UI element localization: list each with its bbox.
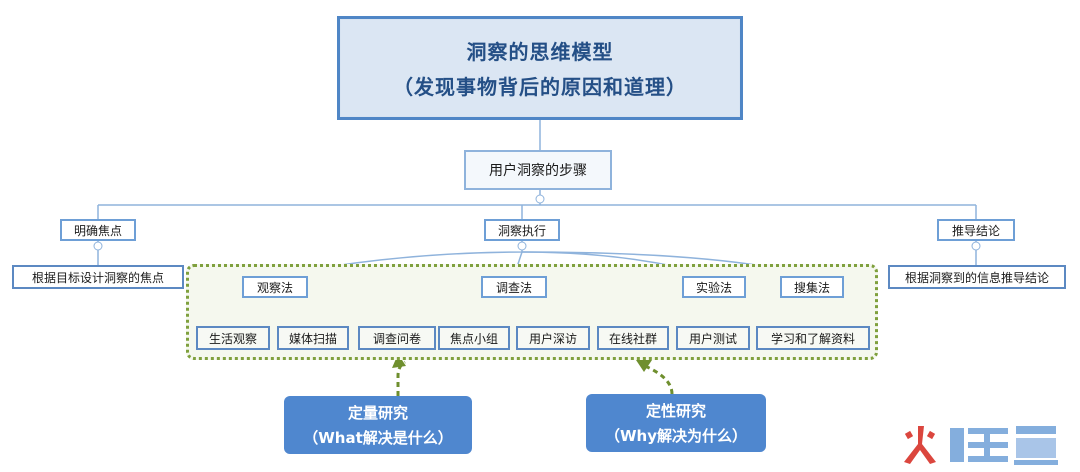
method-survey[interactable]: 调查法 [481, 276, 547, 298]
qualitative-subtitle: （Why解决为什么） [604, 427, 747, 445]
left-leaf[interactable]: 根据目标设计洞察的焦点 [12, 265, 184, 289]
leaf-daily-observe[interactable]: 生活观察 [196, 326, 270, 350]
leaf-user-interview[interactable]: 用户深访 [516, 326, 590, 350]
branch-define-focus[interactable]: 明确焦点 [60, 219, 136, 241]
leaf-learn-material[interactable]: 学习和了解资料 [756, 326, 870, 350]
quantitative-callout[interactable]: 定量研究 （What解决是什么） [284, 396, 472, 454]
steps-node[interactable]: 用户洞察的步骤 [464, 150, 612, 190]
qualitative-title: 定性研究 [645, 402, 706, 420]
branch-derive-conclusion[interactable]: 推导结论 [937, 219, 1015, 241]
method-experiment[interactable]: 实验法 [682, 276, 746, 298]
qualitative-callout[interactable]: 定性研究 （Why解决为什么） [586, 394, 766, 452]
method-collect[interactable]: 搜集法 [780, 276, 844, 298]
root-node[interactable]: 洞察的思维模型 （发现事物背后的原因和道理） [337, 16, 743, 120]
method-observe[interactable]: 观察法 [242, 276, 308, 298]
leaf-focus-group[interactable]: 焦点小组 [438, 326, 510, 350]
quantitative-subtitle: （What解决是什么） [303, 429, 453, 447]
leaf-questionnaire[interactable]: 调查问卷 [358, 326, 436, 350]
watermark-logo-icon [904, 426, 1058, 465]
root-subtitle: （发现事物背后的原因和道理） [393, 75, 687, 99]
right-leaf[interactable]: 根据洞察到的信息推导结论 [888, 265, 1066, 289]
quantitative-title: 定量研究 [347, 404, 408, 422]
leaf-online-community[interactable]: 在线社群 [597, 326, 669, 350]
leaf-user-test[interactable]: 用户测试 [676, 326, 750, 350]
leaf-media-scan[interactable]: 媒体扫描 [277, 326, 349, 350]
branch-execute-insight[interactable]: 洞察执行 [484, 219, 560, 241]
root-title: 洞察的思维模型 [466, 40, 614, 64]
